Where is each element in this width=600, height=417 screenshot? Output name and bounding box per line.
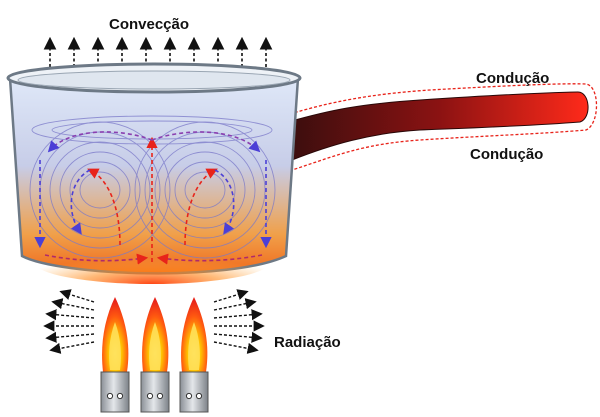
burner-right — [179, 297, 209, 413]
radiation-arrows-right — [213, 289, 265, 354]
burner-left — [100, 297, 130, 413]
radiation-arrows-left — [43, 289, 95, 354]
burner-middle — [140, 297, 170, 413]
label-conduction-top: Condução — [476, 70, 550, 87]
pan-handle — [287, 83, 598, 171]
label-conduction-bottom: Condução — [470, 146, 544, 163]
label-radiation: Radiação — [274, 334, 341, 351]
pot — [6, 62, 302, 284]
label-convection: Convecção — [109, 16, 190, 33]
